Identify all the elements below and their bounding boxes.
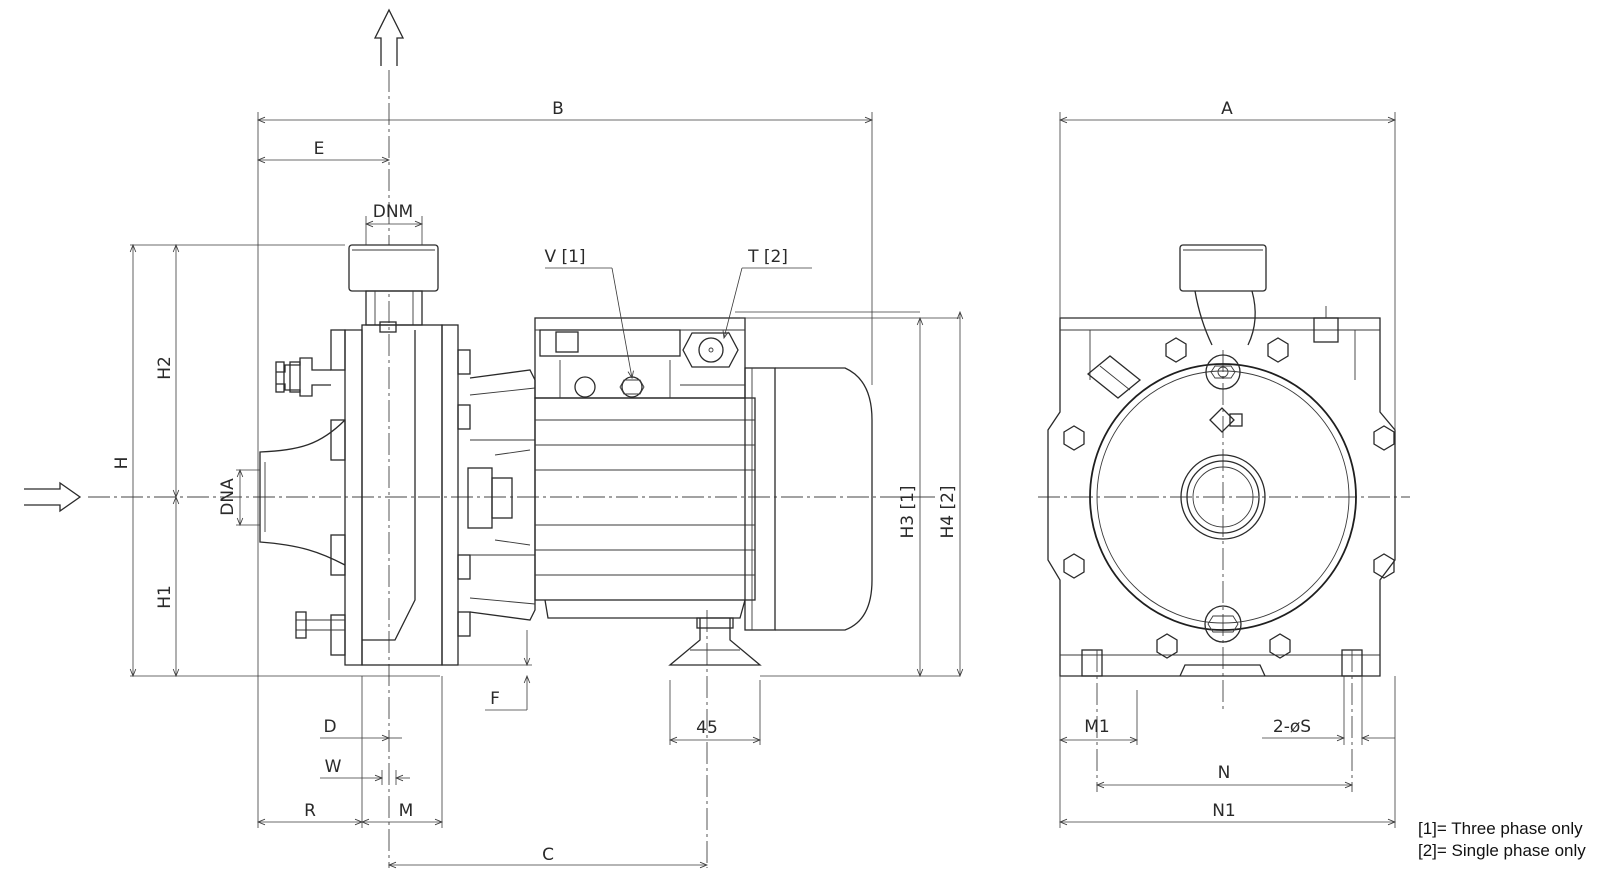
motor-foot — [668, 617, 762, 666]
dim-label-m1: M1 — [1084, 717, 1109, 737]
dim-label-s: 2-øS — [1273, 717, 1311, 737]
dim-label-r: R — [304, 801, 316, 821]
side-dimensions — [130, 112, 960, 865]
motor-body — [534, 367, 873, 631]
dim-label-d: D — [323, 717, 336, 737]
dim-label-h: H — [112, 457, 132, 470]
dim-label-n: N — [1218, 763, 1231, 783]
dim-label-h1: H1 — [155, 585, 175, 609]
dim-label-a: A — [1221, 99, 1233, 119]
side-labels: B E DNM V [1] T [2] H H2 H1 DNA H3 [1] H… — [112, 99, 958, 865]
footnote-single-phase: [2]= Single phase only — [1418, 841, 1586, 860]
inlet-arrow-icon — [24, 481, 82, 513]
dim-label-c: C — [542, 845, 554, 865]
callout-t: T [2] — [747, 247, 788, 267]
dim-label-e: E — [314, 139, 325, 159]
outlet-arrow-icon — [373, 8, 405, 66]
dim-label-n1: N1 — [1212, 801, 1236, 821]
front-labels: A M1 2-øS N N1 — [1084, 99, 1311, 821]
dim-label-w: W — [325, 757, 342, 777]
dim-label-m: M — [399, 801, 414, 821]
dim-label-45: 45 — [696, 718, 718, 738]
footnotes: [1]= Three phase only [2]= Single phase … — [1418, 819, 1586, 860]
dim-label-f: F — [490, 689, 500, 709]
terminal-box — [534, 317, 746, 399]
dim-label-h4: H4 [2] — [938, 485, 958, 538]
bracket — [467, 369, 536, 621]
pump-casing — [259, 321, 471, 666]
front-flange — [1089, 363, 1357, 631]
front-view: A M1 2-øS N N1 — [1038, 99, 1410, 828]
outlet-port — [348, 244, 439, 326]
dim-label-h2: H2 — [155, 356, 175, 380]
dim-label-b: B — [552, 99, 564, 119]
front-dimensions — [1060, 112, 1395, 828]
dim-label-dna: DNA — [218, 478, 238, 516]
dim-label-h3: H3 [1] — [898, 485, 918, 538]
dim-label-dnm: DNM — [373, 202, 413, 222]
callout-v: V [1] — [544, 247, 585, 267]
side-view: B E DNM V [1] T [2] H H2 H1 DNA H3 [1] H… — [24, 8, 960, 868]
footnote-three-phase: [1]= Three phase only — [1418, 819, 1583, 838]
